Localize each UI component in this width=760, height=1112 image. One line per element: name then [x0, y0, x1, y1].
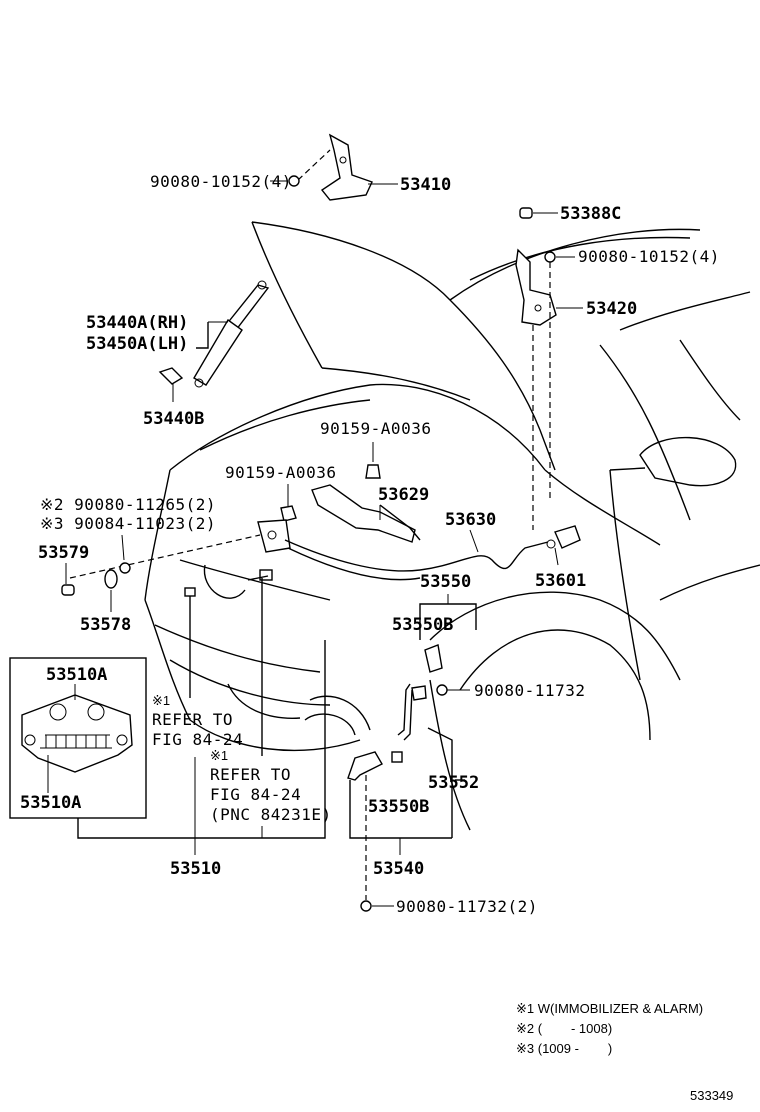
- vehicle-outline: [144, 221, 760, 831]
- label-bolt-note3: ※3 90084-11023(2): [40, 514, 216, 533]
- label-clip-upper: 90159-A0036: [320, 419, 431, 438]
- note-3: ※3 (1009 - ): [516, 1041, 612, 1056]
- bolt-icon: [119, 562, 131, 574]
- label-lock-b-upper: 53550B: [392, 615, 453, 635]
- insulator-icon: [21, 694, 133, 773]
- label-cable: 53630: [445, 510, 496, 530]
- label-insulator: 53510: [170, 859, 221, 879]
- label-support-rh: 53440A(RH): [86, 313, 188, 333]
- bolt-icon: [360, 900, 372, 912]
- label-refer1-l2: FIG 84-24: [152, 730, 243, 749]
- label-insulator-a-top: 53510A: [46, 665, 107, 685]
- label-refer2-l2: FIG 84-24: [210, 785, 301, 804]
- label-lock-support: 53540: [373, 859, 424, 879]
- label-refer1-l1: REFER TO: [152, 710, 233, 729]
- note-2: ※2 ( - 1008): [516, 1021, 612, 1036]
- release-lever: [311, 484, 416, 543]
- stud-icon: [158, 367, 184, 385]
- label-lock-b-lower: 53550B: [368, 797, 429, 817]
- handle-icon: [546, 525, 581, 549]
- hood-hinge-lh: [320, 133, 373, 201]
- cushion-icon: [61, 584, 75, 596]
- label-cap: 53388C: [560, 204, 621, 224]
- hood-hinge-rh: [515, 248, 557, 326]
- label-clip-lower: 90159-A0036: [225, 463, 336, 482]
- bolt-icon: [544, 251, 556, 263]
- label-refer2-mark: ※1: [210, 748, 228, 763]
- label-hinge-lh: 53410: [400, 175, 451, 195]
- label-lock-sub: 53578: [80, 615, 131, 635]
- bolt-icon: [288, 175, 300, 187]
- clip-icon: [365, 464, 381, 479]
- hood-lock: [257, 519, 291, 553]
- label-refer2-l3: (PNC 84231E): [210, 805, 332, 824]
- label-bolt-note2: ※2 90080-11265(2): [40, 495, 216, 514]
- label-bolt-lock: 90080-11732: [474, 681, 585, 700]
- label-handle: 53601: [535, 571, 586, 591]
- label-insulator-a-bottom: 53510A: [20, 793, 81, 813]
- label-rod: 53552: [428, 773, 479, 793]
- label-release-lever: 53629: [378, 485, 429, 505]
- note-1: ※1 W(IMMOBILIZER & ALARM): [516, 1001, 703, 1016]
- hood-support-rod: [193, 280, 270, 388]
- label-hinge-rh: 53420: [586, 299, 637, 319]
- label-bolt-hinge-lh: 90080-10152(4): [150, 172, 292, 191]
- label-cushion: 53579: [38, 543, 89, 563]
- label-bolt-hinge-rh: 90080-10152(4): [578, 247, 720, 266]
- label-lock-assy: 53550: [420, 572, 471, 592]
- label-refer1-mark: ※1: [152, 693, 170, 708]
- bolt-icon: [436, 684, 448, 696]
- label-support-stud: 53440B: [143, 409, 204, 429]
- clip-icon: [280, 505, 297, 522]
- label-bolt-bottom: 90080-11732(2): [396, 897, 538, 916]
- lock-support: [347, 751, 403, 781]
- label-refer2-l1: REFER TO: [210, 765, 291, 784]
- label-support-lh: 53450A(LH): [86, 334, 188, 354]
- figure-number: 533349: [690, 1088, 733, 1103]
- lock-bracket: [411, 644, 443, 701]
- lock-sub-icon: [104, 569, 118, 589]
- cap-icon: [519, 207, 533, 219]
